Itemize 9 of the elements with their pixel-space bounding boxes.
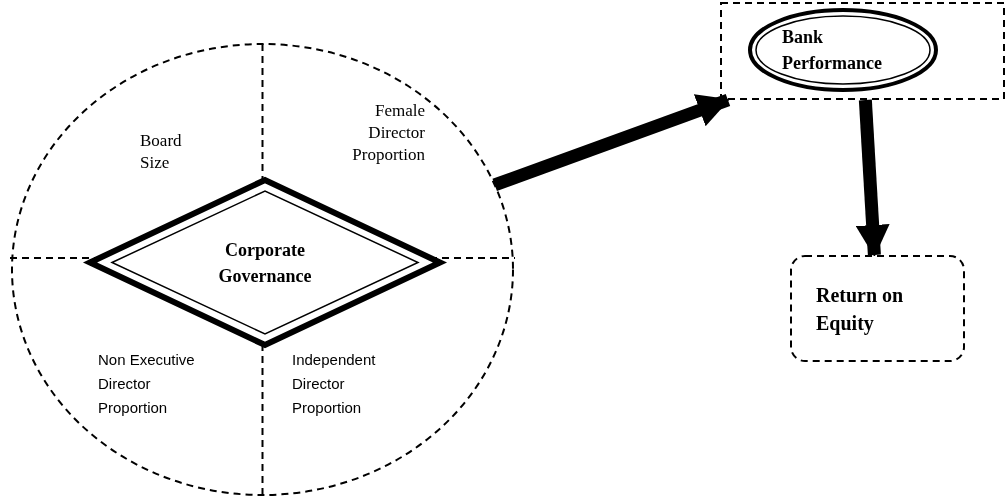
arrow	[492, 93, 731, 192]
node-label: Corporate Governance	[217, 238, 313, 288]
quadrant-label: Independent Director Proportion	[292, 350, 377, 418]
quadrant-label: Board Size	[140, 130, 183, 174]
arrow	[855, 99, 890, 257]
node-label: Return on Equity	[816, 282, 905, 337]
quadrant-label: Female Director Proportion	[351, 100, 425, 166]
node-label: Bank Performance	[782, 26, 883, 75]
quadrant-label: Non Executive Director Proportion	[98, 350, 196, 418]
